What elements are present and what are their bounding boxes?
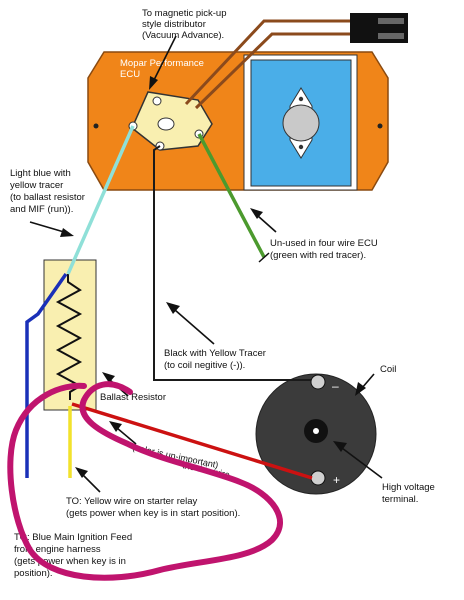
ecu-module: Mopar Performance ECU xyxy=(87,51,389,191)
svg-text:style distributor: style distributor xyxy=(142,19,206,30)
wire-black xyxy=(153,145,311,381)
svg-text:terminal.: terminal. xyxy=(382,494,418,505)
label-ballast: Ballast Resistor xyxy=(100,392,166,403)
svg-text:from engine harness: from engine harness xyxy=(14,544,101,555)
svg-text:TO: Blue Main Ignition Feed: TO: Blue Main Ignition Feed xyxy=(14,532,132,543)
arrows xyxy=(29,35,383,493)
labels: To magnetic pick-up style distributor (V… xyxy=(10,8,435,579)
svg-text:yellow tracer: yellow tracer xyxy=(10,180,63,191)
coil-negative-terminal xyxy=(310,374,326,390)
ecu-mount-hole-left xyxy=(93,123,99,129)
svg-text:Light blue with: Light blue with xyxy=(10,168,71,179)
arrow-yellow-relay xyxy=(75,467,101,493)
label-unused: Un-used in four wire ECU (green with red… xyxy=(270,238,378,261)
svg-text:(green with red tracer).: (green with red tracer). xyxy=(270,250,366,261)
coil-plus-sign: + xyxy=(333,473,340,487)
svg-text:(Vacuum Advance).: (Vacuum Advance). xyxy=(142,30,224,41)
magenta-annotation-circle xyxy=(7,381,283,581)
wire-blue xyxy=(25,272,68,478)
label-yellow-relay: TO: Yellow wire on starter relay (gets p… xyxy=(66,496,240,519)
wire-red xyxy=(71,402,313,480)
wire-brown-1 xyxy=(184,19,350,106)
ecu-heatsink xyxy=(243,54,358,191)
label-main-ignition: TO: Blue Main Ignition Feed from engine … xyxy=(14,532,132,579)
ecu-mount-hole-right xyxy=(377,123,383,129)
wire-brown-2 xyxy=(194,32,350,110)
arrow-black-yellow xyxy=(166,302,215,345)
label-light-blue: Light blue with yellow tracer (to ballas… xyxy=(10,168,85,215)
svg-text:Black with Yellow Tracer: Black with Yellow Tracer xyxy=(164,348,266,359)
svg-text:(gets power when key is in sta: (gets power when key is in start positio… xyxy=(66,508,240,519)
label-black-yellow: Black with Yellow Tracer (to coil negiti… xyxy=(164,348,266,371)
arrow-red-wire xyxy=(109,421,137,445)
svg-text:High voltage: High voltage xyxy=(382,482,435,493)
arrow-distributor xyxy=(149,35,177,90)
svg-text:To magnetic pick-up: To magnetic pick-up xyxy=(142,8,226,19)
label-high-voltage: High voltage terminal. xyxy=(382,482,435,505)
coil-minus-sign: – xyxy=(332,379,339,393)
wire-light-blue xyxy=(66,125,135,275)
ignition-coil: – + xyxy=(255,373,377,495)
arrow-unused xyxy=(250,208,277,233)
label-coil: Coil xyxy=(380,364,396,375)
svg-text:(gets power when key is in: (gets power when key is in xyxy=(14,556,126,567)
ecu-subtitle: ECU xyxy=(120,69,140,80)
distributor-connector xyxy=(350,13,408,43)
connector-pin xyxy=(152,96,162,106)
svg-text:TO: Yellow wire on starter rel: TO: Yellow wire on starter relay xyxy=(66,496,198,507)
arrow-light-blue xyxy=(29,221,74,237)
arrow-high-voltage xyxy=(333,441,383,479)
svg-text:Un-used in four wire ECU: Un-used in four wire ECU xyxy=(270,238,378,249)
coil-positive-terminal xyxy=(310,470,326,486)
wires xyxy=(25,19,350,480)
svg-text:and MIF (run)).: and MIF (run)). xyxy=(10,204,73,215)
svg-text:position).: position). xyxy=(14,568,53,579)
svg-text:(to coil negitive (-)).: (to coil negitive (-)). xyxy=(164,360,245,371)
wire-green xyxy=(197,133,266,258)
arrow-coil xyxy=(355,373,375,396)
svg-text:(to ballast resistor: (to ballast resistor xyxy=(10,192,85,203)
label-distributor: To magnetic pick-up style distributor (V… xyxy=(142,8,226,41)
